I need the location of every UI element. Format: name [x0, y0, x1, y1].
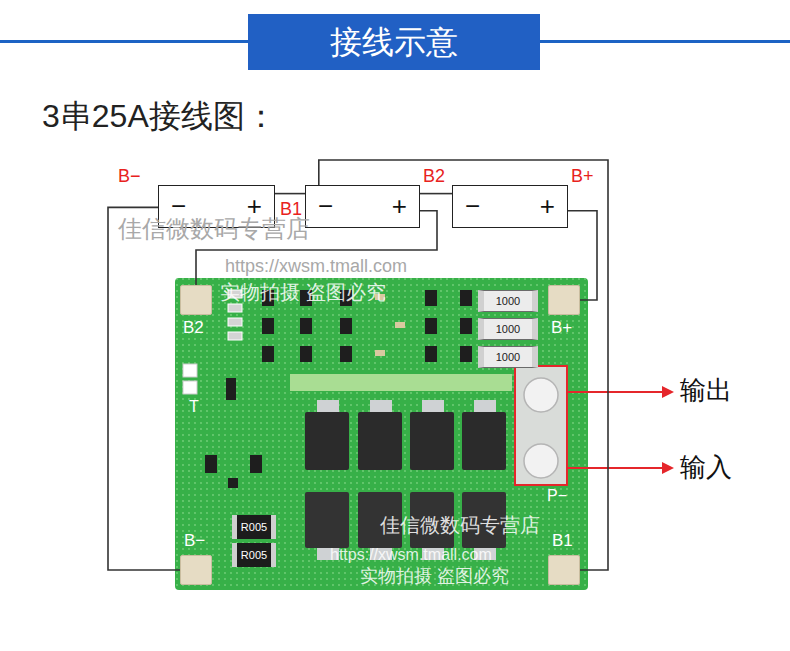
resistor-code: 1000 — [496, 323, 520, 335]
copper-strip — [290, 374, 512, 391]
silkscreen-label: P− — [547, 487, 567, 505]
mosfet-tab — [474, 400, 496, 412]
mosfet-body — [358, 412, 402, 470]
resistor-code: R005 — [241, 549, 267, 561]
wire — [275, 193, 305, 195]
watermark: https://xwsm.tmall.com — [330, 546, 492, 564]
shunt-resistor: R005 — [232, 543, 276, 567]
watermark: https://xwsm.tmall.com — [225, 256, 407, 277]
watermark: 佳信微数码专营店 — [118, 215, 310, 243]
wire — [108, 207, 180, 570]
terminal-sign: − — [318, 192, 333, 221]
terminal-sign: + — [392, 192, 407, 221]
terminal-sign: + — [540, 192, 555, 221]
shunt-resistor: R005 — [232, 515, 276, 539]
silkscreen-label: T — [189, 398, 199, 416]
ic-chip — [425, 318, 437, 334]
bms-board: TP−B2100010001000B+B−R005R005B1 — [175, 278, 588, 590]
ic-chip — [340, 346, 352, 362]
callout-arrow — [568, 391, 662, 393]
solder-pad: B2 — [180, 285, 212, 315]
arrow-head — [662, 462, 674, 474]
wire-label: B+ — [569, 166, 596, 186]
small-transistor — [205, 455, 217, 473]
round-pad — [524, 444, 558, 478]
thermistor-pad — [183, 381, 197, 394]
small-resistor — [228, 332, 242, 340]
small-transistor — [250, 455, 262, 473]
thermistor-pad — [183, 364, 197, 377]
ic-chip — [340, 318, 352, 334]
pad-label: B− — [184, 532, 205, 551]
wire-label: B− — [116, 166, 143, 186]
solder-pad: B− — [180, 555, 212, 585]
small-resistor — [228, 304, 242, 312]
watermark: 实物拍摄 盗图必究 — [220, 281, 386, 304]
mosfet-tab — [317, 400, 339, 412]
mosfet-tab — [422, 400, 444, 412]
mosfet-body — [305, 412, 349, 470]
pcb-dots — [175, 278, 588, 590]
small-transistor — [228, 478, 238, 488]
smd-resistor: 1000 — [478, 346, 538, 368]
smd-resistor: 1000 — [478, 318, 538, 340]
resistor-code: 1000 — [496, 351, 520, 363]
mosfet-tab — [370, 400, 392, 412]
terminal-sign: − — [465, 192, 480, 221]
mosfet-body — [462, 412, 506, 470]
ic-chip — [460, 318, 472, 334]
wire-label: B2 — [421, 166, 447, 186]
pad-label: B2 — [183, 319, 204, 338]
small-capacitor — [395, 322, 405, 328]
ic-chip — [262, 318, 274, 334]
title-band — [248, 14, 540, 70]
ic-chip — [300, 346, 312, 362]
wire — [420, 193, 452, 195]
small-resistor — [228, 318, 242, 326]
small-capacitor — [375, 350, 385, 356]
mosfet-body — [410, 412, 454, 470]
ic-chip — [460, 346, 472, 362]
pad-label: B1 — [552, 532, 573, 551]
ic-chip — [300, 318, 312, 334]
diagram-heading: 3串25A接线图： — [42, 98, 277, 135]
pcb-board — [175, 278, 588, 590]
watermark: 佳信微数码专营店 — [380, 514, 540, 537]
title-text: 接线示意 — [248, 14, 540, 70]
highlight-box — [515, 366, 567, 485]
watermark: 实物拍摄 盗图必究 — [360, 566, 509, 587]
round-pad — [524, 378, 558, 412]
mosfet-body — [305, 492, 349, 548]
ic-chip — [262, 346, 274, 362]
resistor-code: 1000 — [496, 295, 520, 307]
callout-label: 输出 — [680, 376, 732, 406]
solder-pad: B1 — [548, 555, 580, 585]
small-transistor — [226, 378, 236, 400]
pad-label: B+ — [551, 319, 572, 338]
ic-chip — [460, 290, 472, 306]
resistor-code: R005 — [241, 521, 267, 533]
output-copper — [515, 366, 567, 485]
ic-chip — [425, 346, 437, 362]
smd-resistor: 1000 — [478, 290, 538, 312]
arrow-head — [662, 386, 674, 398]
callout-arrow — [568, 467, 662, 469]
callout-label: 输入 — [680, 453, 732, 483]
battery-cell: −+ — [305, 185, 420, 228]
battery-cell: −+ — [452, 185, 568, 228]
ic-chip — [425, 290, 437, 306]
solder-pad: B+ — [548, 285, 580, 315]
